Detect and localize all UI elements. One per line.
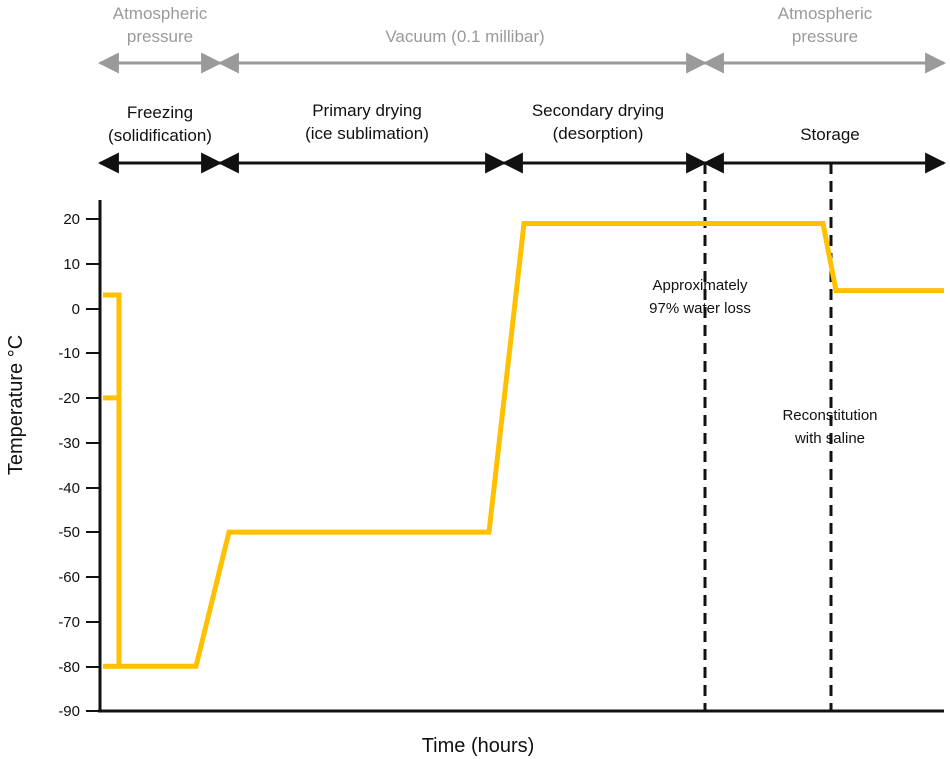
annotation-text: Approximately [652, 277, 748, 294]
y-axis-title: Temperature °C [5, 335, 27, 475]
y-tick-label: -50 [58, 524, 80, 541]
y-tick-label: -10 [58, 345, 80, 362]
y-tick-label: -80 [58, 659, 80, 676]
y-tick-label: -70 [58, 614, 80, 631]
pressure-phase-atmospheric-2: Atmospheric pressure [778, 4, 873, 46]
y-tick-label: -20 [58, 390, 80, 407]
process-phase-label: Primary drying [312, 101, 422, 120]
process-phase-primary-drying: Primary drying (ice sublimation) [305, 101, 429, 143]
y-tick-label: 10 [63, 256, 80, 273]
process-phase-secondary-drying: Secondary drying (desorption) [532, 101, 664, 143]
pressure-phase-label: Vacuum (0.1 millibar) [385, 27, 544, 46]
process-phase-label: (desorption) [553, 124, 644, 143]
process-phase-label: (ice sublimation) [305, 124, 429, 143]
pressure-phase-atmospheric-1: Atmospheric pressure [113, 4, 208, 46]
process-phase-storage: Storage [800, 125, 860, 144]
y-tick-label: -40 [58, 480, 80, 497]
y-axis-ticks: 20 10 0 -10 -20 -30 -40 -50 -60 -70 -80 … [58, 211, 100, 720]
process-phase-label: Secondary drying [532, 101, 664, 120]
y-tick-label: -90 [58, 703, 80, 720]
pressure-phase-label: pressure [127, 27, 193, 46]
pressure-phase-label: Atmospheric [778, 4, 873, 23]
annotation-reconstitution: Reconstitution with saline [782, 407, 877, 447]
x-axis-title: Time (hours) [422, 735, 535, 757]
y-tick-label: 0 [72, 301, 80, 318]
annotation-text: Reconstitution [782, 407, 877, 424]
process-phase-freezing: Freezing (solidification) [108, 103, 212, 145]
pressure-phase-vacuum: Vacuum (0.1 millibar) [385, 27, 544, 46]
process-phase-label: Storage [800, 125, 860, 144]
process-phase-label: (solidification) [108, 126, 212, 145]
y-tick-label: 20 [63, 211, 80, 228]
annotation-text: with saline [794, 430, 865, 447]
process-phase-label: Freezing [127, 103, 193, 122]
pressure-phase-label: Atmospheric [113, 4, 208, 23]
y-tick-label: -30 [58, 435, 80, 452]
y-tick-label: -60 [58, 569, 80, 586]
annotation-water-loss: Approximately 97% water loss [649, 277, 751, 317]
temperature-profile-line [103, 221, 944, 669]
annotation-text: 97% water loss [649, 300, 751, 317]
pressure-phase-label: pressure [792, 27, 858, 46]
